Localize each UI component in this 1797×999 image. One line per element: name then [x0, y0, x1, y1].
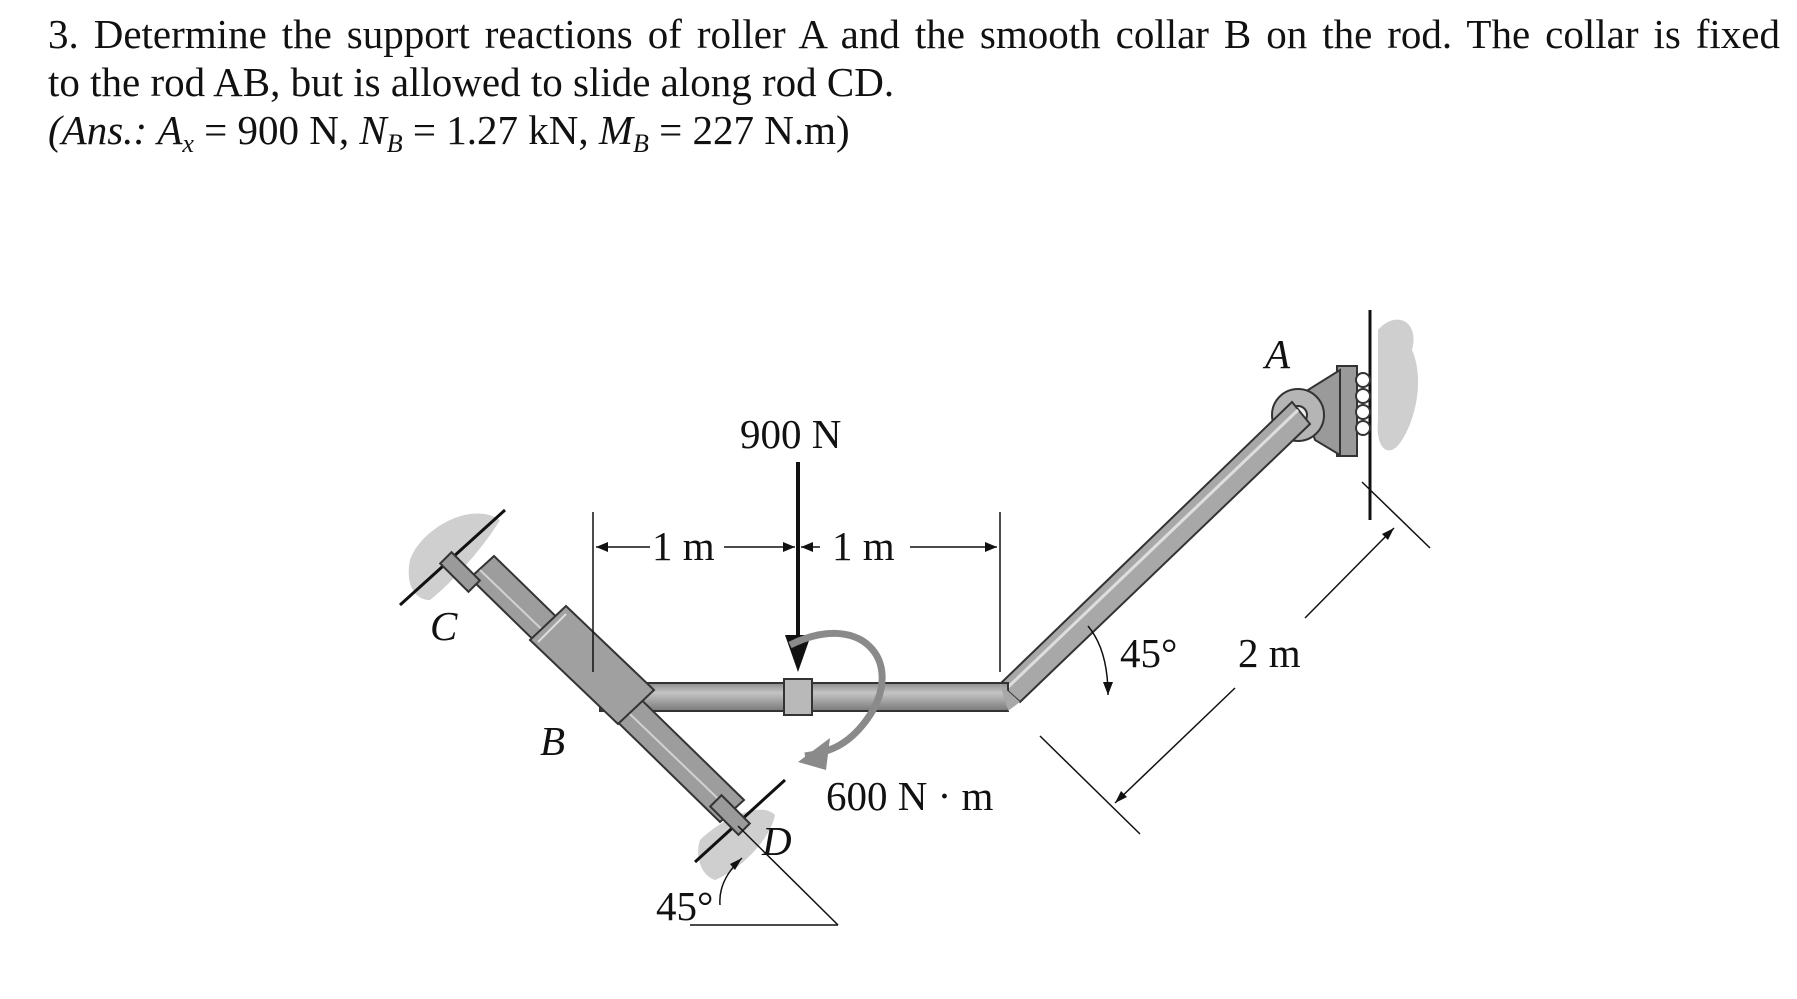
- rod-sleeve: [783, 678, 813, 716]
- angle-marker-right: [1087, 625, 1113, 696]
- problem-line-1: 3. Determine the support reactions of ro…: [48, 10, 1780, 58]
- collar-b: [528, 604, 656, 726]
- angle-marker-bottom: [690, 825, 839, 926]
- wall-support-a: [1368, 310, 1419, 520]
- force-label: 900 N: [740, 411, 841, 457]
- point-a-label: A: [1262, 331, 1291, 377]
- problem-text-1: Determine the support reactions of rolle…: [93, 11, 1781, 57]
- mb-value: = 227 N.m): [659, 107, 850, 153]
- point-d-label: D: [761, 818, 792, 864]
- wall-support-c: [398, 508, 507, 607]
- point-b-label: B: [540, 718, 565, 764]
- problem-line-2: to the rod AB, but is allowed to slide a…: [48, 59, 895, 105]
- dimension-label-right: 1 m: [832, 523, 895, 569]
- ax-value: = 900 N,: [204, 107, 350, 153]
- angle-label-bottom: 45°: [656, 883, 713, 929]
- problem-statement: 3. Determine the support reactions of ro…: [48, 10, 1788, 160]
- ax-sub: x: [182, 129, 194, 158]
- point-c-label: C: [430, 603, 458, 649]
- answer-line: (Ans.: Ax = 900 N, NB = 1.27 kN, MB = 22…: [48, 106, 1788, 160]
- answer-prefix: (Ans.:: [48, 107, 148, 153]
- problem-number: 3.: [48, 11, 79, 57]
- mb-sub: B: [633, 129, 649, 158]
- mb-label: M: [598, 107, 634, 153]
- nb-label: N: [359, 107, 387, 153]
- length-label: 2 m: [1238, 630, 1301, 676]
- dimension-lines: [592, 512, 1001, 672]
- moment-arrow: [788, 630, 886, 770]
- ax-label: A: [157, 107, 183, 153]
- wall-support-d: [693, 778, 787, 880]
- nb-value: = 1.27 kN,: [412, 107, 589, 153]
- dimension-label-left: 1 m: [652, 523, 715, 569]
- angle-label-right: 45°: [1120, 630, 1177, 676]
- moment-label: 600 N · m: [826, 773, 994, 819]
- length-dimension: [1039, 481, 1431, 835]
- nb-sub: B: [386, 129, 403, 158]
